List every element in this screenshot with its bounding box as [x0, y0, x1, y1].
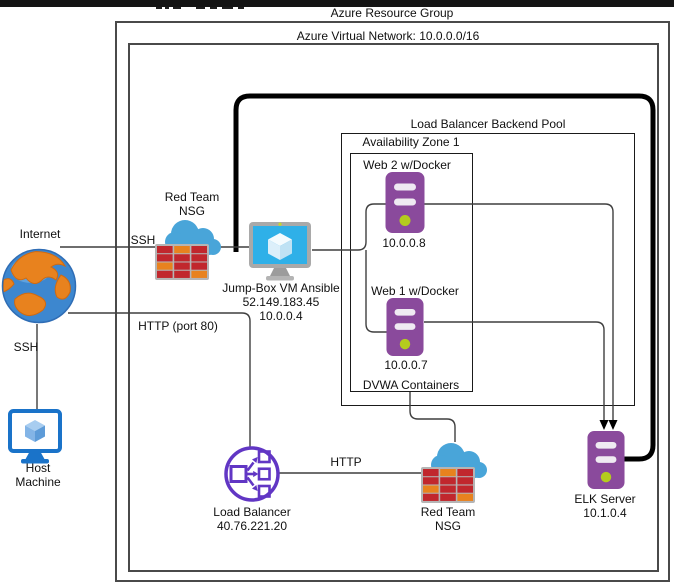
http80-edge-label: HTTP (port 80)	[138, 319, 218, 333]
web2-label: Web 2 w/Docker	[363, 158, 451, 172]
web2-to-elk-line	[424, 203, 614, 421]
top-bar-text-fragment	[196, 6, 205, 9]
jumpbox-name: Jump-Box VM Ansible	[222, 281, 340, 295]
availability-zone-box	[350, 153, 473, 392]
internet-label: Internet	[19, 227, 61, 241]
elk-server-ip: 10.1.0.4	[583, 506, 627, 520]
red-team-nsg-top-icon	[155, 218, 227, 282]
azure-virtual-network-box	[128, 43, 659, 572]
host-machine-icon	[8, 409, 62, 464]
dvwa-label: DVWA Containers	[362, 378, 460, 392]
load-balancer-ip: 40.76.221.20	[216, 519, 288, 533]
top-bar-text-fragment	[156, 6, 162, 9]
nsg-top-label: Red Team NSG	[165, 190, 219, 218]
load-balancer-icon	[224, 446, 280, 502]
jumpbox-public-ip: 52.149.183.45	[242, 295, 320, 309]
backend-pool-label: Load Balancer Backend Pool	[410, 117, 566, 131]
jumpbox-vm-icon	[249, 222, 311, 281]
top-bar-text-fragment	[173, 6, 181, 9]
jumpbox-label: Jump-Box VM Ansible 52.149.183.45 10.0.0…	[222, 281, 339, 323]
load-balancer-backend-pool-box	[341, 133, 635, 406]
arrowhead-into-elk	[608, 420, 618, 430]
web1-to-elk-line	[424, 321, 605, 421]
web2-server-icon	[385, 171, 425, 234]
cropped-top-bar	[0, 0, 674, 7]
virtual-network-label: Azure Virtual Network: 10.0.0.0/16	[296, 29, 480, 43]
nsg-bottom-label: Red Team NSG	[421, 505, 475, 533]
host-machine-label: Host Machine	[15, 461, 60, 489]
load-balancer-name: Load Balancer	[213, 505, 291, 519]
elk-server-name: ELK Server	[574, 492, 636, 506]
web1-server-icon	[386, 297, 424, 357]
web2-ip: 10.0.0.8	[382, 236, 426, 250]
host-label-line1: Host	[25, 461, 51, 475]
resource-group-label: Azure Resource Group	[330, 6, 454, 20]
dvwa-to-nsg-line	[409, 392, 456, 442]
nsg-bottom-label-line2: NSG	[434, 519, 462, 533]
http-edge-label: HTTP	[330, 455, 362, 469]
top-bar-text-fragment	[238, 6, 244, 9]
nsg-top-label-line1: Red Team	[164, 190, 220, 204]
internet-to-loadbalancer-line	[68, 312, 251, 447]
azure-resource-group-box	[115, 21, 670, 582]
jumpbox-private-ip: 10.0.0.4	[259, 309, 303, 323]
load-balancer-label: Load Balancer 40.76.221.20	[213, 505, 290, 533]
jumpbox-to-web2-line	[312, 203, 386, 251]
availability-zone-label: Availability Zone 1	[362, 135, 460, 149]
web1-ip: 10.0.0.7	[384, 358, 428, 372]
elk-server-icon	[587, 430, 625, 490]
nsg-bottom-label-line1: Red Team	[420, 505, 476, 519]
top-bar-text-fragment	[165, 6, 169, 9]
arrowhead-into-elk	[599, 420, 609, 430]
ssh-down-edge-label: SSH	[13, 340, 39, 354]
jumpbox-to-elk-thick-connector	[233, 93, 656, 462]
nsg-top-label-line2: NSG	[178, 204, 206, 218]
web1-label: Web 1 w/Docker	[371, 284, 459, 298]
elk-server-label: ELK Server 10.1.0.4	[574, 492, 635, 520]
internet-globe-icon	[1, 248, 77, 324]
ssh-top-edge-label: SSH	[130, 233, 156, 247]
jumpbox-to-web1-line	[365, 250, 388, 333]
host-label-line2: Machine	[15, 475, 61, 489]
top-bar-text-fragment	[222, 6, 233, 9]
red-team-nsg-bottom-icon	[421, 441, 493, 505]
top-bar-text-fragment	[210, 6, 217, 9]
